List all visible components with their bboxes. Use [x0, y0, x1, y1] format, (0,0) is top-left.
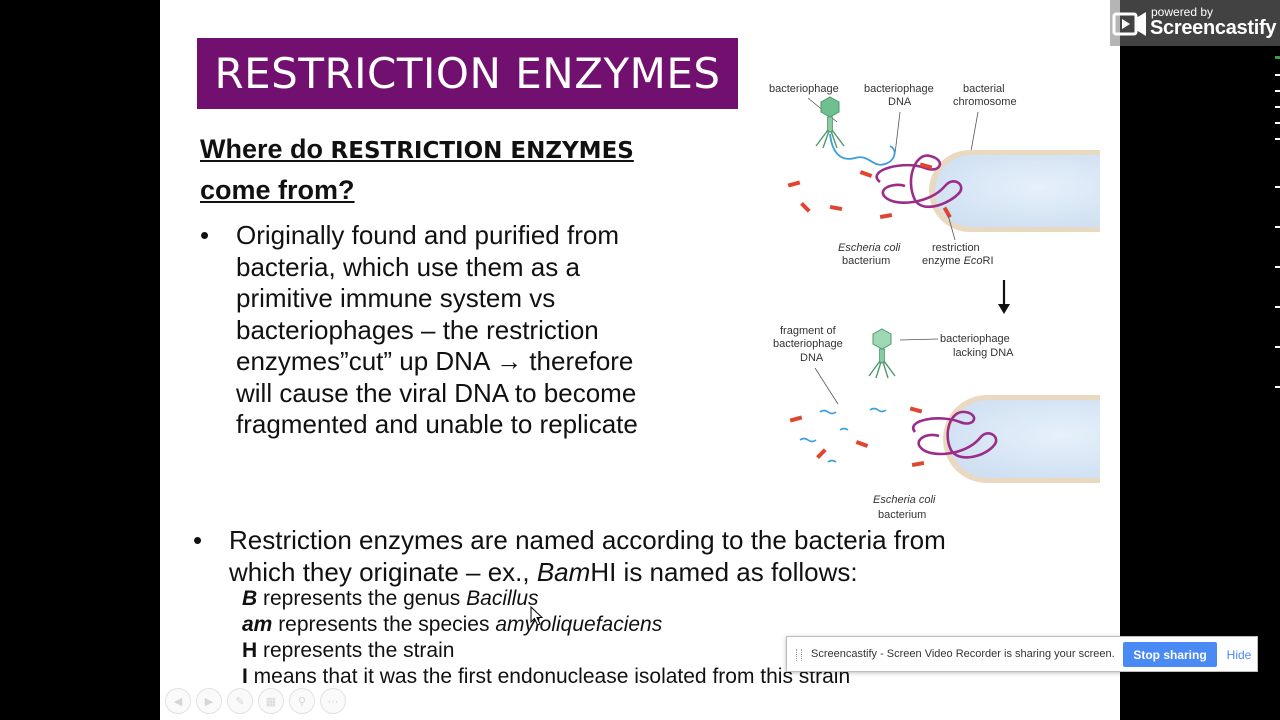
heading-part3: come from? [200, 175, 355, 205]
label-enzyme-ri: RI [983, 255, 994, 267]
heading-part1: Where do [200, 134, 331, 164]
naming-row: am represents the species amyloliquefaci… [242, 612, 962, 638]
empty-bacteriophage-icon [868, 328, 896, 379]
label-enzyme-1-text: restriction [932, 242, 980, 254]
screencastify-watermark: powered by Screencastify [1110, 0, 1280, 46]
label-phage-dna-2: DNA [888, 96, 912, 108]
zoom-icon[interactable]: ⚲ [289, 688, 315, 714]
leader-line [899, 338, 939, 341]
screencastify-logo-icon [1112, 12, 1146, 36]
bullet-line: Originally found and purified from [236, 220, 619, 250]
label-fragment-2: bacteriophage [773, 338, 843, 350]
previous-slide-icon[interactable]: ◀ [165, 688, 191, 714]
drag-handle-icon[interactable] [796, 649, 802, 661]
label-bacteriophage: bacteriophage [769, 83, 839, 95]
label-ecoli-bottom-2: bacterium [878, 509, 926, 521]
leader-line [894, 111, 901, 155]
down-arrow-icon [998, 280, 1010, 314]
line2-pre: which they originate – ex., [229, 556, 537, 587]
slide-title-bar: RESTRICTION ENZYMES [197, 38, 738, 109]
naming-text: represents the species [272, 613, 496, 636]
naming-text: means that it was the first endonuclease… [247, 665, 851, 688]
bullet-line: primitive immune system vs [236, 283, 556, 313]
bullet-mark: • [193, 525, 203, 555]
slide-nav-toolbar: ◀ ▶ ✎ ▦ ⚲ ⋯ [165, 688, 346, 716]
arrow-icon: → [496, 346, 523, 376]
slide-heading: Where do RESTRICTION ENZYMES come from? [200, 130, 680, 210]
phage-dna-strand [829, 133, 896, 166]
bullet-line: fragmented and unable to replicate [236, 409, 638, 439]
label-ecoli-top-2: bacterium [842, 255, 890, 267]
naming-row: B represents the genus Bacillus [242, 586, 962, 612]
label-chromosome-1: bacterial [963, 83, 1005, 95]
label-chromosome-2: chromosome [953, 96, 1017, 108]
restriction-enzymes-top [787, 162, 952, 220]
bacteriophage-icon [815, 96, 845, 149]
label-enzyme-2-text: enzyme [922, 255, 964, 267]
phage-dna-fragments [799, 407, 887, 463]
bullet-line: which they originate – ex., BamHI is nam… [229, 557, 1079, 589]
label-phage-lacking-1: bacteriophage [940, 333, 1010, 345]
naming-text: represents the strain [257, 639, 455, 662]
watermark-brand: Screencastify [1150, 17, 1277, 39]
pen-icon[interactable]: ✎ [227, 688, 253, 714]
label-fragment-1: fragment of [780, 325, 837, 337]
hide-button[interactable]: Hide [1224, 642, 1254, 667]
mouse-cursor-icon [530, 606, 544, 626]
bacterial-chromosome [875, 154, 963, 209]
slide: RESTRICTION ENZYMES Where do RESTRICTION… [160, 0, 1120, 720]
naming-key: H [242, 639, 258, 662]
label-enzyme-2: enzyme EcoRI [922, 255, 994, 267]
naming-text: represents the genus [257, 587, 467, 610]
screen-sharing-bar: Screencastify - Screen Video Recorder is… [786, 636, 1258, 672]
heading-part2: RESTRICTION ENZYMES [330, 138, 634, 164]
naming-row: I means that it was the first endonuclea… [242, 664, 962, 690]
label-fragment-3: DNA [800, 352, 824, 364]
naming-key: B [242, 587, 258, 610]
line2-post: HI is named as follows: [590, 556, 858, 587]
watermark-powered-by: powered by [1151, 5, 1214, 19]
sharing-message: Screencastify - Screen Video Recorder is… [811, 648, 1115, 660]
bullet-origin-text: Originally found and purified from bacte… [236, 220, 706, 441]
bullet-naming-text: Restriction enzymes are named according … [229, 525, 1079, 588]
slide-title: RESTRICTION ENZYMES [214, 49, 721, 98]
line2-ital: Bam [536, 556, 591, 587]
naming-ital: Bacillus [466, 587, 539, 610]
bullet-line: enzymes”cut” up DNA → therefore [236, 346, 706, 378]
bottom-cell [949, 400, 1100, 478]
label-ecoli-top-1: Escheria coli [838, 242, 901, 254]
naming-breakdown: B represents the genus Bacillus am repre… [242, 586, 962, 690]
line5-pre: enzymes”cut” up DNA [236, 346, 489, 376]
top-cell [935, 155, 1100, 227]
label-phage-dna-1: bacteriophage [864, 83, 934, 95]
restriction-enzymes-bottom [789, 406, 925, 468]
leader-line [947, 214, 956, 241]
naming-row: H represents the strain [242, 638, 962, 664]
leader-line [814, 367, 839, 405]
slides-grid-icon[interactable]: ▦ [258, 688, 284, 714]
naming-key: I [242, 665, 248, 688]
stop-sharing-button[interactable]: Stop sharing [1123, 642, 1217, 667]
line5-post: therefore [522, 346, 634, 376]
bottom-chromosome [911, 410, 998, 459]
label-phage-lacking-2: lacking DNA [953, 347, 1014, 359]
next-slide-icon[interactable]: ▶ [196, 688, 222, 714]
naming-ital: amyloliquefaciens [495, 613, 663, 636]
more-options-icon[interactable]: ⋯ [320, 688, 346, 714]
bullet-line: bacteria, which use them as a [236, 251, 580, 282]
bullet-line: will cause the viral DNA to become [236, 377, 637, 408]
background-window-edge [1275, 56, 1280, 388]
bullet-line: Restriction enzymes are named according … [229, 525, 946, 555]
bullet-mark: • [200, 220, 210, 250]
naming-key: am [242, 613, 273, 636]
label-enzyme-eco: Eco [964, 255, 983, 267]
label-enzyme-1: restriction [932, 242, 980, 254]
label-ecoli-bottom-1: Escheria coli [873, 494, 936, 506]
ecori-diagram: bacteriophage bacteriophage DNA bacteria… [769, 83, 1100, 521]
bullet-line: bacteriophages – the restriction [236, 314, 599, 345]
